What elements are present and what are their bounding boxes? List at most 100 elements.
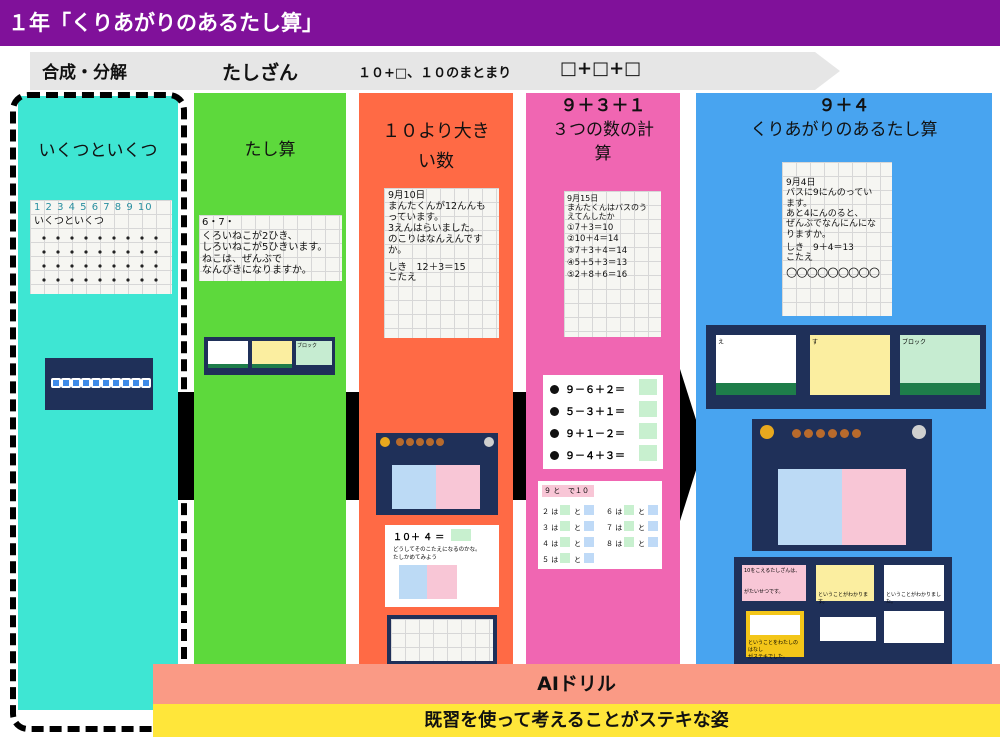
coin-icon [760,425,774,439]
note-line: ということがわかりました。 [886,592,942,605]
panel-right [436,465,480,509]
hand-line: 9月4日 [786,178,816,188]
hand-line: ます。 [786,198,813,209]
hand-line: 3えんはらいました。 [388,222,480,234]
tile [81,378,91,388]
coin-icon [406,438,414,446]
tile [91,378,101,388]
note-card [884,611,944,643]
flow-step-3: １０+□、１０のまとまり [358,66,512,81]
coin-icon [436,438,444,446]
table-cell: と [574,508,581,516]
table-cell: ４ は [542,540,559,548]
highlight-outline [10,92,187,732]
answer-box [584,553,594,563]
hand-line: か。 [388,244,407,256]
tile [101,378,111,388]
hand-line: しき 9＋4＝13 [786,243,854,254]
coin-icon [828,429,837,438]
hand-line: なんびきになりますか。 [202,265,312,276]
tile [131,378,141,388]
card-equation: １０＋ ４ ＝ [393,533,445,543]
column-title-1: １０より大き [382,121,490,142]
question-card: １０＋ ４ ＝ どうしてそのこたえになるのかな。 たしかめてみよう [385,525,499,607]
note-line: がたいせつです。 [744,589,784,595]
drill-question: ９－４＋３＝ [565,451,625,462]
note-card: ということがわかりました。 [884,565,944,605]
column-title-2: ３つの数の計 [552,120,654,140]
answer-box [639,401,657,417]
panel-block: ブロック [296,341,332,365]
answer-box [648,537,658,547]
table-head-bg [542,485,594,497]
note-line: がステキでした。 [748,654,789,660]
coin-icon [816,429,825,438]
hand-line: 9月15日 [567,194,599,203]
panel-right [842,469,906,545]
drill-card: ９－６＋２＝ ５－３＋１＝ ９＋１－２＝ ９－４＋３＝ [543,375,663,469]
thinking-board: え す ブロック [706,325,986,409]
answer-box [624,521,634,531]
hand-line: バスに9にんのってい [786,188,873,199]
connector-2 [342,392,362,500]
drill-question: ９－６＋２＝ [565,385,625,396]
column-title: いくつといくつ [38,141,158,161]
tile [121,378,131,388]
answer-box [560,553,570,563]
hand-line: ⑤2＋8＋6＝16 [567,269,628,280]
hand-line: ②10＋4＝14 [567,234,619,245]
note-card: ということをわたしのはなし がステキでした。 [746,611,804,660]
drill-question: ９＋１－２＝ [565,429,625,440]
grid-numbers: 1 2 3 4 5 6 7 8 9 10 [34,202,153,213]
coin-icon [396,438,404,446]
hand-line: しき 12＋3＝15 [388,261,466,273]
answer-box [560,537,570,547]
tile [61,378,71,388]
table-cell: と [574,556,581,564]
note-line: 10をこえるたしざんは、 [744,568,801,574]
answer-box [624,505,634,515]
note-card: 10をこえるたしざんは、 がたいせつです。 [742,565,806,601]
hand-line: くろいねこが2ひき、 [202,230,298,242]
dot-pattern [42,236,158,282]
panel-left [778,469,842,545]
table-cell: ５ は [542,556,559,564]
panel-bar [900,383,980,395]
tile [71,378,81,388]
flow-arrow [30,52,840,90]
card-question: たしかめてみよう [393,555,438,561]
coin-board [376,433,498,515]
connector-arrow-4 [674,350,704,540]
table-cell: と [574,540,581,548]
answer-box [639,379,657,395]
tile [51,378,61,388]
coin-icon [912,425,926,439]
word-problem-card: 6・7・ くろいねこが2ひき、 しろいねこが5ひきいます。 ねこは、ぜんぶで な… [199,215,342,281]
panel-expression: す [810,335,890,395]
word-problem-card: 9月15日 まんたくんはバスのう えてんしたか ①7＋3＝10 ②10＋4＝14… [564,191,661,337]
coin-icon [804,429,813,438]
column-title-2: くりあがりのあるたし算 [750,120,938,140]
hand-line: ④5＋5＋3＝13 [567,257,628,268]
column-carry-addition: ９＋４ くりあがりのあるたし算 9月4日 バスに9にんのってい ます。 あと4に… [696,93,992,665]
bullet-icon [550,429,559,438]
tile-board [45,358,153,410]
coin-icon [840,429,849,438]
panel-expression [252,341,292,365]
table-cell: と [638,524,645,532]
drill-question: ５－３＋１＝ [565,407,625,418]
coin-icon [426,438,434,446]
coin-icon [792,429,801,438]
grid-worksheet: 1 2 3 4 5 6 7 8 9 10 いくつといくつ [30,200,172,294]
grid-title: いくつといくつ [34,215,104,227]
column-title-3: 算 [594,144,612,164]
column-title: たし算 [244,140,296,160]
hand-line: まんたくんが12んんも [388,200,486,212]
hand-line: こたえ [388,272,417,284]
coin-board [752,419,932,551]
hand-line: しろいねこが5ひきいます。 [202,242,328,253]
hand-line: あと4にんのると、 [786,209,864,220]
panel-bar [716,383,796,395]
table-cell: と [574,524,581,532]
answer-box [624,537,634,547]
